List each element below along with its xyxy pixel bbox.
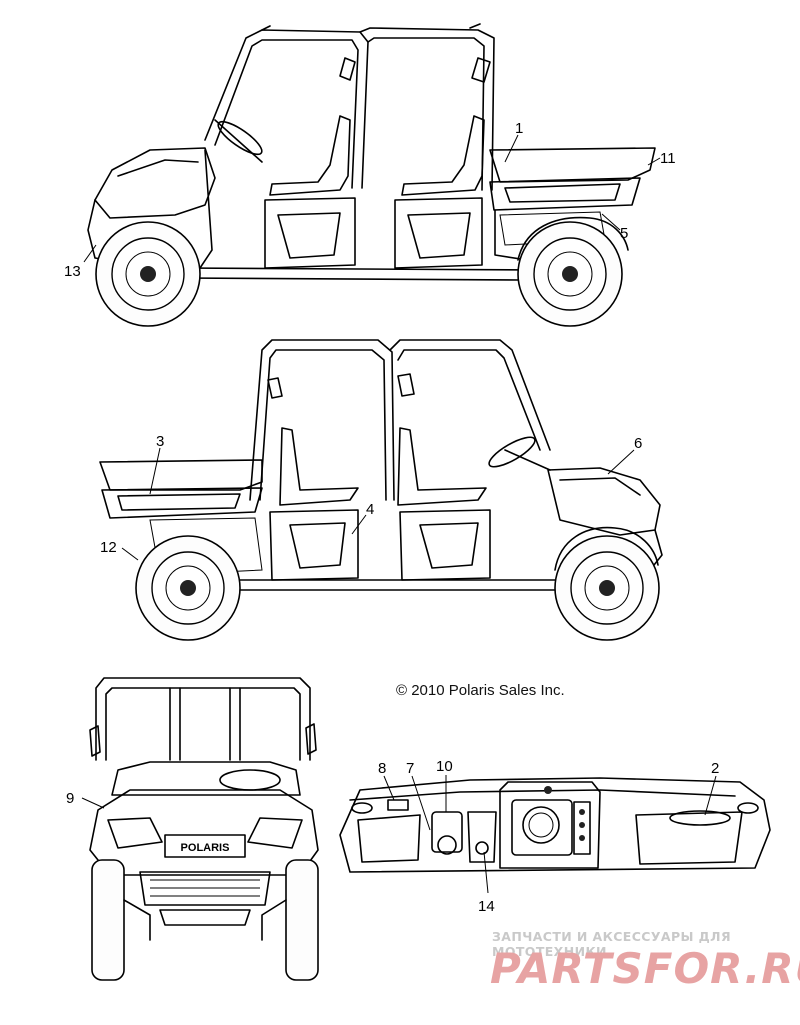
callout-9: 9 <box>66 790 105 809</box>
svg-text:12: 12 <box>100 539 117 556</box>
copyright-notice: © 2010 Polaris Sales Inc. <box>396 682 565 699</box>
svg-text:7: 7 <box>406 760 414 777</box>
svg-text:2: 2 <box>711 760 719 777</box>
vehicle-front-view: POLARIS <box>89 677 319 981</box>
svg-text:6: 6 <box>634 435 642 452</box>
callout-1: 1 <box>504 120 523 163</box>
callout-6: 6 <box>607 435 642 475</box>
callout-4: 4 <box>351 501 374 535</box>
callout-2: 2 <box>704 760 719 816</box>
svg-text:3: 3 <box>156 433 164 450</box>
svg-text:13: 13 <box>64 263 81 280</box>
callout-13: 13 <box>64 244 97 280</box>
callout-12: 12 <box>100 539 139 561</box>
callout-14: 14 <box>478 851 495 915</box>
callout-5: 5 <box>601 213 628 242</box>
callout-8: 8 <box>378 760 395 801</box>
callout-3: 3 <box>149 433 164 495</box>
svg-text:5: 5 <box>620 225 628 242</box>
callout-11: 11 <box>647 150 676 167</box>
watermark-tagline: ЗАПЧАСТИ И АКСЕССУАРЫ ДЛЯ МОТОТЕХНИКИ <box>492 929 731 959</box>
svg-text:9: 9 <box>66 790 74 807</box>
svg-text:1: 1 <box>515 120 523 137</box>
svg-text:4: 4 <box>366 501 374 518</box>
svg-text:10: 10 <box>436 758 453 775</box>
svg-text:14: 14 <box>478 898 495 915</box>
svg-text:8: 8 <box>378 760 386 777</box>
callout-10: 10 <box>436 758 453 812</box>
watermark-logo: PARTSFOR.RU <box>490 944 800 993</box>
svg-text:11: 11 <box>660 150 676 167</box>
dashboard-panel-view <box>339 777 771 873</box>
callout-7: 7 <box>406 760 431 831</box>
vehicle-right-side-view <box>87 23 656 327</box>
grille-badge-label: POLARIS <box>181 842 230 854</box>
vehicle-left-side-view <box>99 339 663 641</box>
